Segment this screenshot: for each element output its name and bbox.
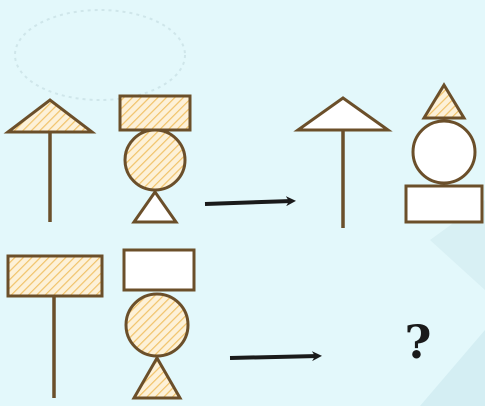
row2-stack-rect — [122, 248, 196, 292]
row1-stack-circle — [123, 128, 187, 192]
row1-umbrella-figure — [3, 98, 97, 222]
row1-result-umbrella-triangle — [293, 96, 393, 132]
row1-stack-triangle — [131, 189, 179, 224]
row2-sign-rect — [6, 254, 104, 298]
row1-result-stack-circle — [411, 119, 477, 185]
row2-stack-triangle — [131, 354, 183, 400]
row2-arrow — [229, 351, 322, 362]
row1-umbrella-triangle — [3, 98, 97, 134]
faint-cloud-shape — [14, 9, 186, 101]
row1-result-stack-figure — [404, 82, 484, 224]
row1-arrow — [204, 196, 296, 207]
row1-result-umbrella-figure — [293, 96, 393, 228]
row2-stack-figure — [122, 248, 196, 400]
row1-result-stack-triangle — [421, 82, 467, 120]
row1-result-stack-rect — [404, 184, 484, 224]
row2-sign-figure — [6, 254, 104, 398]
faint-diagonal-band — [420, 330, 485, 406]
row2-stack-circle — [124, 292, 190, 358]
question-mark: ? — [404, 315, 432, 369]
row1-stack-rect — [118, 94, 192, 132]
row1-stack-figure — [118, 94, 192, 224]
